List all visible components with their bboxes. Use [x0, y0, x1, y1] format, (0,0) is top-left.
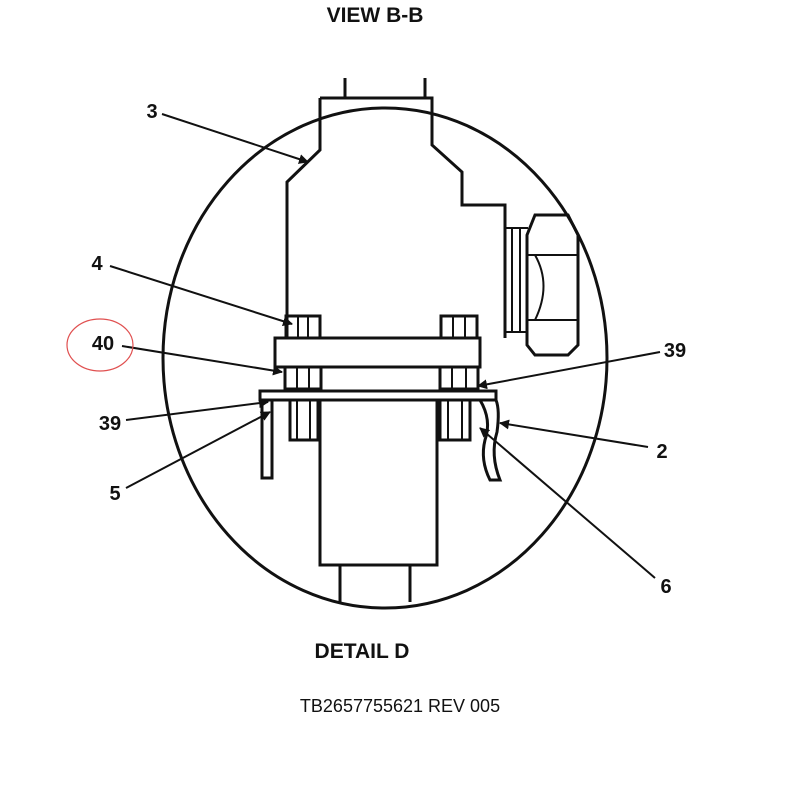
- leader-4: [109, 265, 293, 327]
- detail-label: DETAIL D: [315, 640, 410, 663]
- callout-2: 2: [656, 441, 667, 463]
- leader-39-left: [125, 398, 269, 421]
- view-title: VIEW B-B: [327, 4, 424, 27]
- leader-2: [499, 419, 649, 448]
- leader-39-right: [477, 351, 661, 390]
- callout-5: 5: [109, 483, 120, 505]
- callout-39-left: 39: [99, 413, 121, 435]
- assembly: [258, 78, 580, 602]
- leader-5: [125, 411, 271, 489]
- callout-40: 40: [92, 333, 114, 355]
- callout-4: 4: [91, 253, 103, 275]
- leader-6: [479, 427, 656, 579]
- highlight-circle: [66, 318, 134, 372]
- callout-6: 6: [660, 576, 671, 598]
- leader-3: [161, 113, 309, 164]
- detail-boundary: [161, 106, 609, 610]
- drawing-reference: TB2657755621 REV 005: [300, 696, 500, 716]
- leader-40: [121, 345, 283, 376]
- callout-39-right: 39: [664, 340, 686, 362]
- callout-3: 3: [146, 101, 157, 123]
